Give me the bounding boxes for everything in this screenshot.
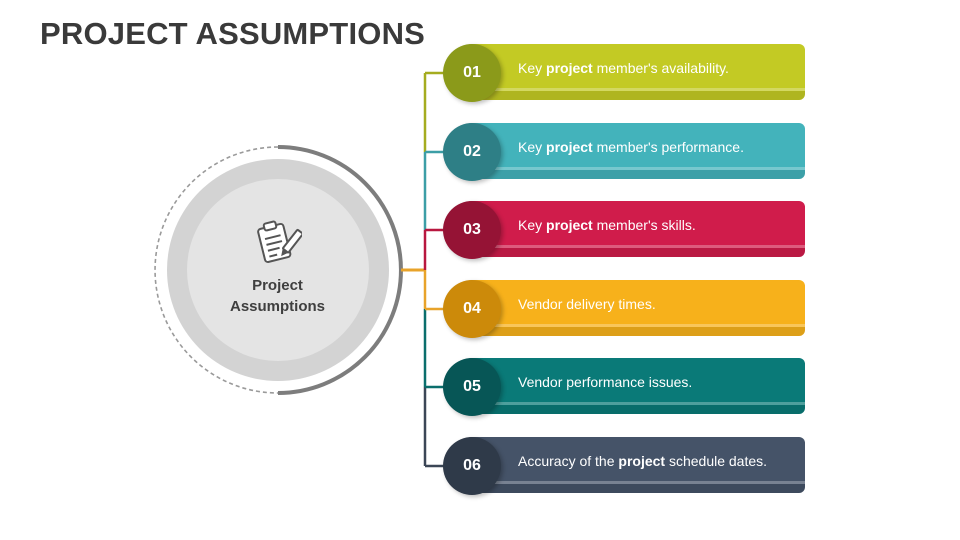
hub-label-line1: Project [252,277,303,294]
item-text: Key project member's availability. [518,60,729,76]
assumption-item-03: 03 Key project member's skills. [443,201,807,259]
item-bar [465,123,805,179]
clipboard-pencil-icon [257,220,302,263]
assumption-item-02: 02 Key project member's performance. [443,123,807,181]
hub-label: Project Assumptions [205,275,350,317]
page-title: PROJECT ASSUMPTIONS [40,16,426,51]
assumption-item-05: 05 Vendor performance issues. [443,358,807,416]
hub-circle-inner [187,179,369,361]
item-number-badge: 03 [443,201,501,259]
item-bar [465,437,805,493]
item-bar [465,280,805,336]
item-number-badge: 01 [443,44,501,102]
assumption-item-06: 06 Accuracy of the project schedule date… [443,437,807,495]
hub-label-line2: Assumptions [229,298,325,315]
item-number-badge: 05 [443,358,501,416]
item-text: Key project member's performance. [518,139,744,155]
item-number-badge: 02 [443,123,501,181]
assumption-item-04: 04 Vendor delivery times. [443,280,807,338]
item-bar [465,358,805,414]
item-number-badge: 06 [443,437,501,495]
item-text: Vendor performance issues. [518,374,693,390]
item-bar [465,44,805,100]
outer-ring-dashed [154,146,279,394]
assumption-item-01: 01 Key project member's availability. [443,44,807,102]
item-text: Key project member's skills. [518,217,696,233]
item-text: Accuracy of the project schedule dates. [518,453,768,469]
item-bar [465,201,805,257]
item-text: Vendor delivery times. [518,296,656,312]
item-number-badge: 04 [443,280,501,338]
